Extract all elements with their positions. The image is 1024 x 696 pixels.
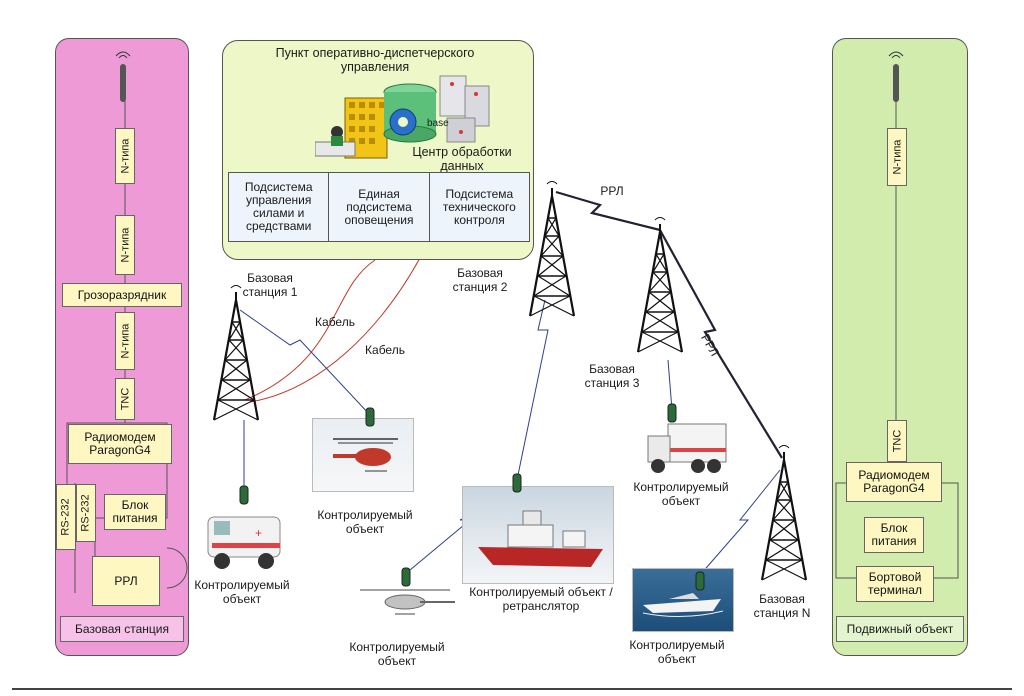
helicopter-photo xyxy=(312,418,414,492)
rrl-link-bs3-bsN xyxy=(659,229,783,459)
control-center-title: Пункт оперативно-диспетчерского управлен… xyxy=(275,46,475,74)
subsystem-forces-control: Подсистема управления силами и средствам… xyxy=(229,173,330,241)
cable-line-1 xyxy=(244,259,376,401)
right-power-unit: Блок питания xyxy=(864,517,924,553)
left-n-type-connector-2: N-типа xyxy=(115,215,135,275)
base-station-3-label: Базовая станция 3 xyxy=(584,362,640,390)
cable-label-2: Кабель xyxy=(365,343,405,357)
left-antenna-icon xyxy=(115,51,131,102)
subsystem-notification: Единая подсистема оповещения xyxy=(329,173,430,241)
ship-icon xyxy=(478,510,603,567)
mobile-object-panel-footer: Подвижный объект xyxy=(836,616,964,642)
ambulance-label: Контролируемый объект xyxy=(194,578,290,606)
truck-antenna-icon xyxy=(667,403,677,423)
ambulance-antenna-icon xyxy=(239,485,249,505)
truck-label: Контролируемый объект xyxy=(633,480,729,508)
ship-antenna-icon xyxy=(512,473,522,493)
left-tnc-connector: TNC xyxy=(115,378,135,420)
drone-antenna-icon xyxy=(401,567,411,587)
boat-photo xyxy=(632,568,734,632)
mobile-object-footer-label: Подвижный объект xyxy=(846,622,954,636)
base-station-n-label: Базовая станция N xyxy=(753,592,811,620)
ambulance-photo: + xyxy=(200,505,295,575)
base-station-panel-footer: Базовая станция xyxy=(60,616,184,642)
lightning-arrester: Грозоразрядник xyxy=(62,283,182,307)
boat-antenna-icon xyxy=(695,571,705,591)
rrl-link-bs2-bs3 xyxy=(555,190,661,232)
base-station-footer-label: Базовая станция xyxy=(75,622,169,636)
base-station-2-label: Базовая станция 2 xyxy=(452,266,508,294)
rs232-port-2: RS-232 xyxy=(76,484,96,542)
helicopter-antenna-icon xyxy=(365,407,375,427)
drone-label: Контролируемый объект xyxy=(349,640,445,668)
left-power-unit: Блок питания xyxy=(104,494,166,530)
left-n-type-connector-3: N-типа xyxy=(115,312,135,370)
data-center-label: Центр обработки данных xyxy=(412,145,512,173)
ship-photo xyxy=(462,486,614,584)
truck-icon xyxy=(647,423,727,473)
rrl-unit: РРЛ xyxy=(92,556,160,606)
subsystems-row: Подсистема управления силами и средствам… xyxy=(228,172,530,242)
helicopter-icon xyxy=(333,438,398,472)
bottom-divider xyxy=(12,688,1012,690)
link-bs2-ship xyxy=(517,299,549,476)
right-n-type-connector: N-типа xyxy=(887,128,907,186)
database-label: base xyxy=(427,118,449,129)
left-radiomodem: Радиомодем ParagonG4 xyxy=(68,424,172,464)
subsystem-technical-control: Подсистема технического контроля xyxy=(442,186,516,227)
right-antenna-icon xyxy=(888,51,904,102)
link-bs1-helicopter xyxy=(239,309,371,416)
drone-photo xyxy=(360,580,460,624)
link-bsN-boat xyxy=(699,469,781,576)
cable-label-1: Кабель xyxy=(315,315,355,329)
cable-line-2 xyxy=(249,257,421,403)
svg-text:+: + xyxy=(255,526,262,540)
right-tnc-connector: TNC xyxy=(887,420,907,462)
ambulance-icon: + xyxy=(207,516,281,569)
rrl-label-1: РРЛ xyxy=(600,184,624,198)
left-n-type-connector-1: N-типа xyxy=(115,128,135,184)
drone-icon xyxy=(360,589,455,615)
base-station-1-label: Базовая станция 1 xyxy=(242,271,298,299)
onboard-terminal: Бортовой терминал xyxy=(856,566,934,602)
helicopter-label: Контролируемый объект xyxy=(317,508,413,536)
rs232-port-1: RS-232 xyxy=(56,484,76,550)
boat-icon xyxy=(642,593,724,618)
data-center-illustration: base xyxy=(315,75,490,159)
ship-label: Контролируемый объект / ретранслятор xyxy=(469,585,613,613)
right-radiomodem: Радиомодем ParagonG4 xyxy=(846,462,942,502)
link-bs3-truck xyxy=(667,359,673,411)
boat-label: Контролируемый объект xyxy=(629,638,725,666)
truck-photo xyxy=(642,418,732,478)
